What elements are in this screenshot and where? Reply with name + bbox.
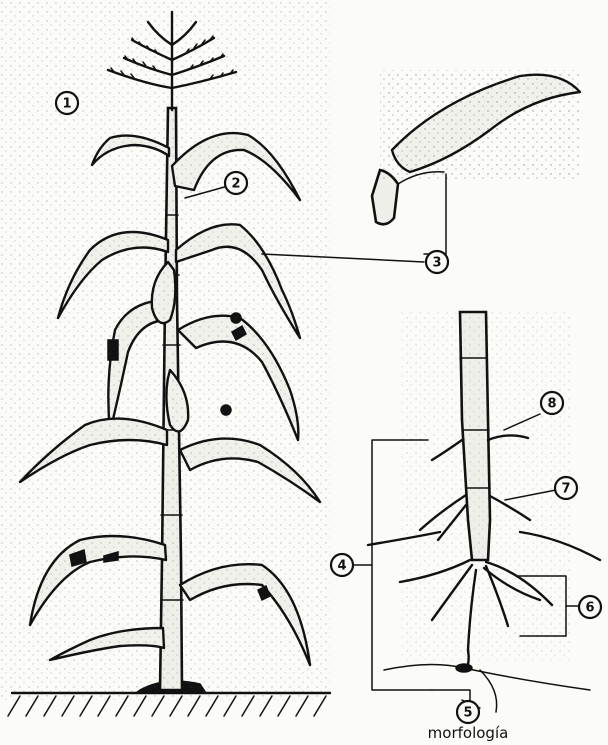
caption: morfología [428,724,509,742]
label-5: 5 [457,701,479,723]
label-7: 7 [555,477,577,499]
leaf-detail [372,70,580,224]
svg-text:8: 8 [547,397,556,412]
svg-text:3: 3 [432,256,441,271]
svg-text:2: 2 [231,177,240,192]
label-8: 8 [541,392,563,414]
svg-text:7: 7 [561,482,570,497]
svg-text:4: 4 [337,559,346,574]
label-3: 3 [426,251,448,273]
texture [0,0,330,700]
label-1: 1 [56,92,78,114]
whole-plant [0,0,330,716]
svg-text:1: 1 [62,97,71,112]
label-6: 6 [579,596,601,618]
label-2: 2 [225,172,247,194]
svg-text:6: 6 [585,601,594,616]
label-4: 4 [331,554,353,576]
root-detail [368,310,600,712]
svg-text:5: 5 [463,706,472,721]
